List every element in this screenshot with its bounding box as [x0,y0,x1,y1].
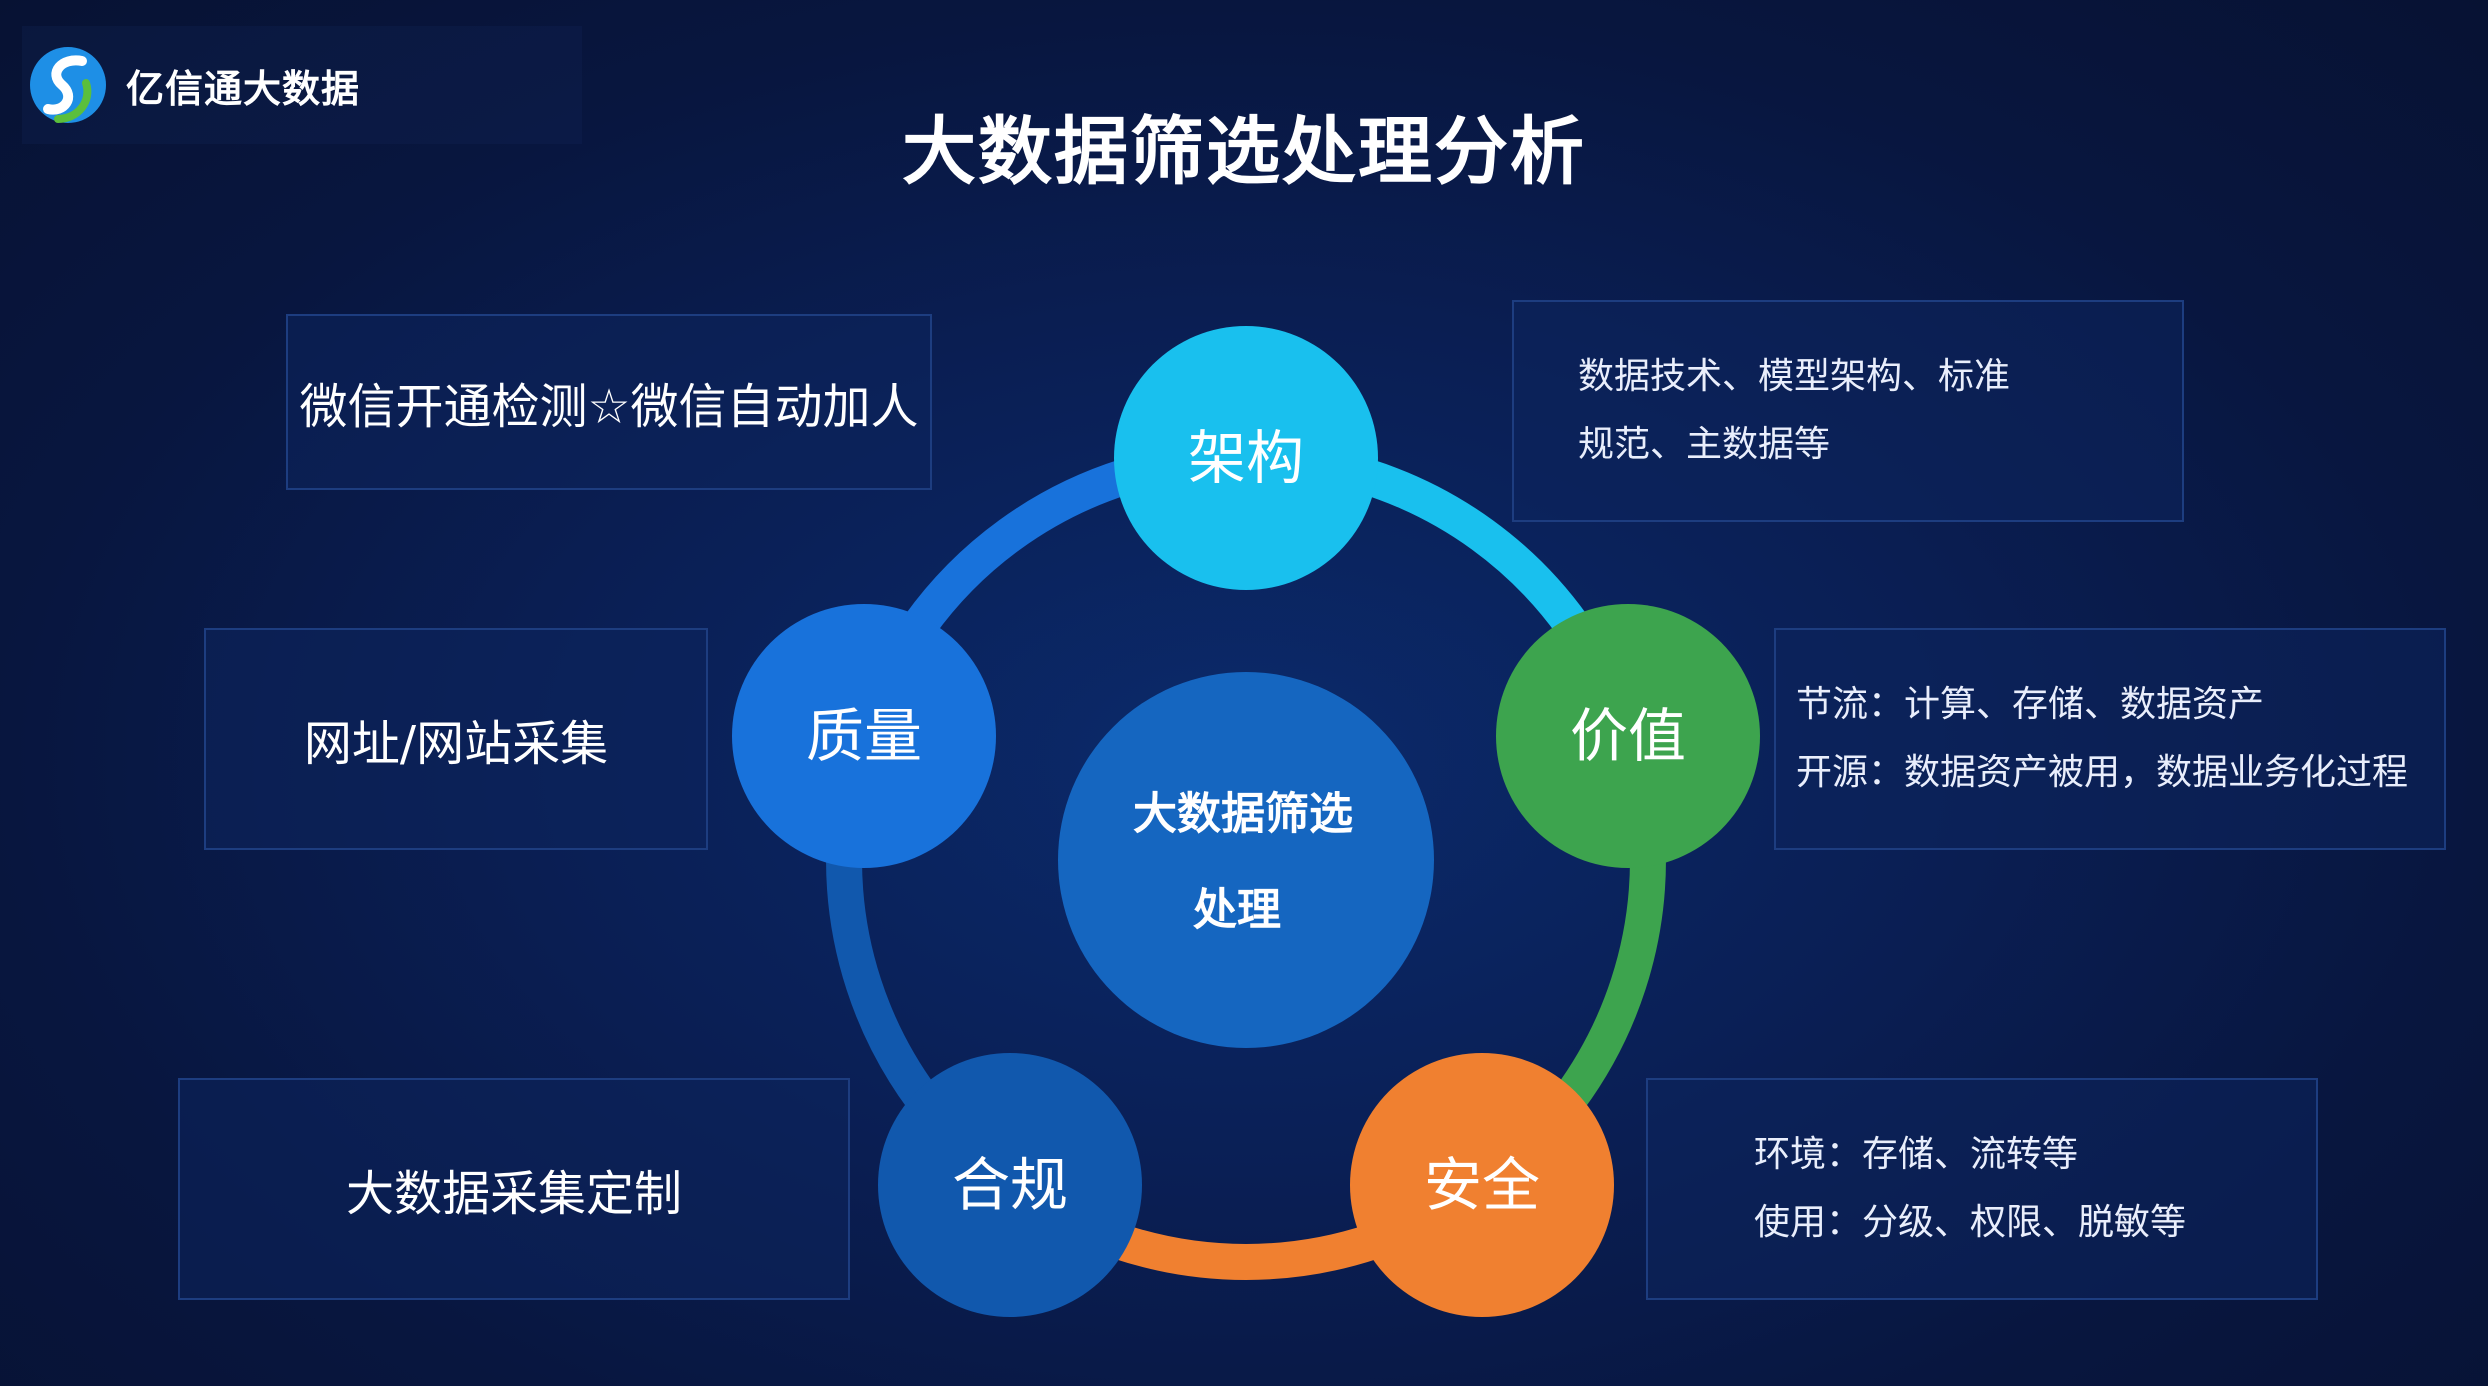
node-anquan-label: 安全 [1424,1151,1540,1219]
center-label-line1: 大数据筛选 [1133,789,1353,840]
brand-name: 亿信通大数据 [126,66,361,111]
node-jiazhi-circle [1496,604,1760,868]
jiazhi-desc-line1: 节流：计算、存储、数据资产 [1796,684,2265,725]
node-jiazhi[interactable]: 价值 [1496,604,1760,868]
jiagou-desc-panel: 数据技术、模型架构、标准 规范、主数据等 [1512,300,2184,522]
node-zhiliang[interactable]: 质量 [732,604,996,868]
website-collect-text: 网址/网站采集 [303,716,609,772]
node-hegui-label: 合规 [952,1151,1068,1219]
node-jiagou[interactable]: 架构 [1114,326,1378,590]
anquan-desc-line2: 使用：分级、权限、脱敏等 [1754,1202,2187,1243]
anquan-desc-line1: 环境：存储、流转等 [1754,1134,2079,1175]
logo-s-icon [30,47,106,123]
node-zhiliang-circle [732,604,996,868]
node-anquan-circle [1350,1053,1614,1317]
custom-collect-text: 大数据采集定制 [345,1166,682,1222]
jiagou-desc-line1: 数据技术、模型架构、标准 [1578,356,2011,397]
jiagou-desc-line2: 规范、主数据等 [1578,424,1831,465]
brand-logo: 亿信通大数据 [22,26,582,144]
custom-collect-panel: 大数据采集定制 [178,1078,850,1300]
center-label-line2: 处理 [1193,885,1281,936]
jiazhi-desc-panel: 节流：计算、存储、数据资产 开源：数据资产被用，数据业务化过程 [1774,628,2446,850]
jiazhi-desc-line2: 开源：数据资产被用，数据业务化过程 [1796,752,2409,793]
center-circle [1058,672,1434,1048]
node-hegui[interactable]: 合规 [878,1053,1142,1317]
node-jiagou-label: 架构 [1188,424,1304,492]
page-title: 大数据筛选处理分析 [902,109,1586,195]
wechat-detect-text: 微信开通检测☆微信自动加人 [299,379,919,435]
node-jiagou-circle [1114,326,1378,590]
wechat-detect-panel: 微信开通检测☆微信自动加人 [286,314,932,490]
node-hegui-circle [878,1053,1142,1317]
node-jiazhi-label: 价值 [1570,702,1686,770]
node-zhiliang-label: 质量 [806,702,922,770]
node-anquan[interactable]: 安全 [1350,1053,1614,1317]
anquan-desc-panel: 环境：存储、流转等 使用：分级、权限、脱敏等 [1646,1078,2318,1300]
website-collect-panel: 网址/网站采集 [204,628,708,850]
